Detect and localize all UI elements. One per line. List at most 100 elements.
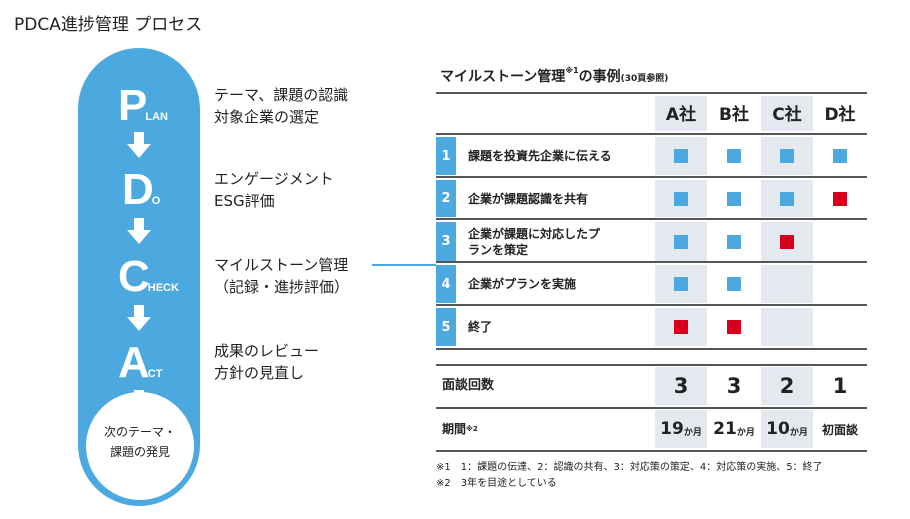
stage-letter: D — [122, 165, 154, 214]
company-header: D社 — [824, 105, 856, 125]
footnote-1: ※1 1：課題の伝達、2：認識の共有、3：対応策の策定、4：対応策の実施、5：終… — [436, 462, 823, 473]
stage-word: LAN — [145, 111, 168, 123]
period-value: 初面談 — [814, 410, 866, 448]
completed-marker — [674, 149, 688, 163]
interview-count: 1 — [832, 374, 848, 398]
company-header: C社 — [772, 105, 802, 125]
table-divider — [436, 176, 867, 178]
column-shade — [655, 367, 707, 405]
stage-word: HECK — [147, 282, 179, 294]
completed-marker — [727, 191, 741, 206]
stage-c: CHECK — [118, 255, 179, 299]
down-arrow-icon — [127, 305, 151, 331]
description-line: 対象企業の選定 — [214, 108, 320, 126]
completed-marker — [727, 234, 741, 249]
period-unit: か月 — [683, 428, 702, 438]
interview-count: 3 — [726, 374, 742, 398]
down-arrow-icon — [127, 218, 151, 244]
completed-marker — [674, 277, 688, 291]
completed-marker — [780, 149, 794, 163]
stage-a: ACT — [118, 341, 162, 385]
step-number: 3 — [436, 222, 456, 261]
period-label-text: 期間 — [442, 422, 467, 436]
stage-description: テーマ、課題の認識対象企業の選定 — [214, 84, 348, 128]
column-shade — [655, 96, 707, 131]
step-number: 1 — [436, 137, 456, 175]
table-divider — [436, 133, 867, 135]
step-label: 企業が課題に対応したプランを策定 — [468, 226, 601, 257]
table-divider — [436, 407, 867, 409]
period-number: 初面談 — [821, 422, 858, 437]
stage-description: エンゲージメント ESG評価 — [214, 168, 334, 212]
stage-description: マイルストーン管理 （記録・進捗評価） — [214, 254, 349, 298]
stage-word: O — [151, 195, 161, 207]
stage-word: CT — [147, 368, 163, 380]
period-number: 19 — [660, 419, 684, 439]
step-number: 5 — [436, 308, 456, 346]
description-line: ESG評価 — [214, 192, 275, 210]
completed-marker — [674, 191, 688, 206]
step-number: 2 — [436, 180, 456, 217]
column-shade — [761, 308, 813, 346]
description-line: テーマ、課題の認識 — [214, 86, 349, 104]
column-shade — [761, 410, 813, 448]
stage-letter: P — [118, 81, 148, 130]
column-shade — [761, 367, 813, 405]
stage-letter: A — [118, 338, 150, 387]
next-line-1: 次のテーマ・ — [103, 425, 176, 439]
column-shade — [761, 265, 813, 303]
stage-d: DO — [122, 168, 160, 212]
table-title: マイルストーン管理※1の事例(30頁参照) — [440, 66, 669, 85]
description-line: （記録・進捗評価） — [214, 278, 350, 296]
description-line: 方針の見直し — [214, 364, 305, 382]
company-header: A社 — [665, 105, 697, 125]
connector-line — [372, 264, 436, 266]
period-number: 10 — [766, 419, 790, 439]
interview-count: 3 — [673, 374, 689, 398]
stage-letter: C — [118, 252, 150, 301]
company-header: B社 — [719, 105, 749, 125]
final-status-marker — [727, 320, 741, 334]
next-line-2: 課題の発見 — [109, 445, 170, 459]
step-number: 4 — [436, 265, 456, 303]
step-label: 課題を投資先企業に伝える — [468, 149, 612, 163]
stage-p: PLAN — [118, 84, 168, 128]
table-divider — [436, 304, 867, 306]
step-label: 終了 — [468, 320, 493, 334]
table-divider — [436, 218, 867, 220]
completed-marker — [674, 234, 688, 249]
next-theme-circle: 次のテーマ・ 課題の発見 — [86, 392, 194, 500]
completed-marker — [727, 149, 741, 163]
down-arrow-icon — [127, 132, 151, 158]
table-divider — [436, 348, 867, 350]
period-label: 期間※2 — [442, 409, 478, 449]
description-line: 成果のレビュー — [214, 342, 320, 360]
table-divider — [436, 92, 867, 94]
period-unit: か月 — [789, 428, 808, 438]
period-unit: か月 — [736, 428, 755, 438]
period-number: 21 — [713, 419, 737, 439]
completed-marker — [780, 191, 794, 206]
completed-marker — [727, 277, 741, 291]
final-status-marker — [674, 320, 688, 334]
final-status-marker — [780, 234, 794, 249]
page-title: PDCA進捗管理 プロセス — [14, 15, 203, 35]
column-shade — [655, 410, 707, 448]
description-line: マイルストーン管理 — [214, 256, 349, 274]
completed-marker — [833, 149, 847, 163]
description-line: エンゲージメント — [214, 170, 334, 188]
step-label: 企業が課題認識を共有 — [468, 191, 589, 206]
table-divider — [436, 450, 867, 452]
column-shade — [761, 96, 813, 131]
footnote-2: ※2 3年を目途としている — [436, 478, 557, 489]
stage-description: 成果のレビュー方針の見直し — [214, 340, 319, 384]
table-divider — [436, 261, 867, 263]
step-label: 企業がプランを実施 — [468, 277, 577, 291]
interviews-label: 面談回数 — [442, 378, 495, 393]
final-status-marker — [833, 191, 847, 206]
table-divider — [436, 364, 867, 366]
period-note-mark: ※2 — [466, 425, 478, 433]
